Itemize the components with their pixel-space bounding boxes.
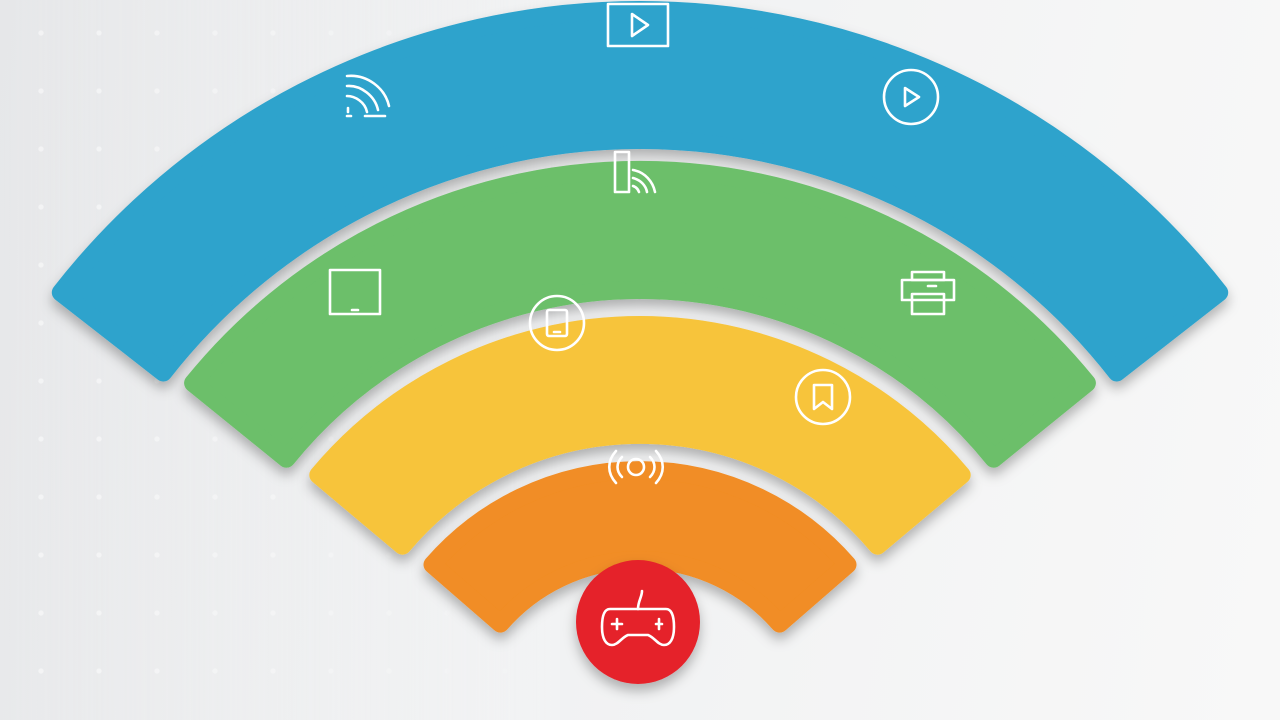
gamepad-icon[interactable] [600,589,676,647]
bookmark-circle-icon[interactable] [794,368,852,426]
video-player-icon[interactable] [606,2,670,48]
wireless-broadcast-icon[interactable] [607,449,665,485]
cast-icon[interactable] [345,74,391,118]
smartphone-signal-icon[interactable] [613,150,657,194]
tablet-icon[interactable] [328,268,382,316]
phone-circle-icon[interactable] [528,294,586,352]
center-dot[interactable] [576,560,700,684]
band-inner-orange[interactable] [423,461,857,633]
printer-icon[interactable] [900,270,956,316]
play-circle-icon[interactable] [882,68,940,126]
band-outer-blue[interactable] [51,0,1229,382]
band-green[interactable] [184,160,1096,468]
